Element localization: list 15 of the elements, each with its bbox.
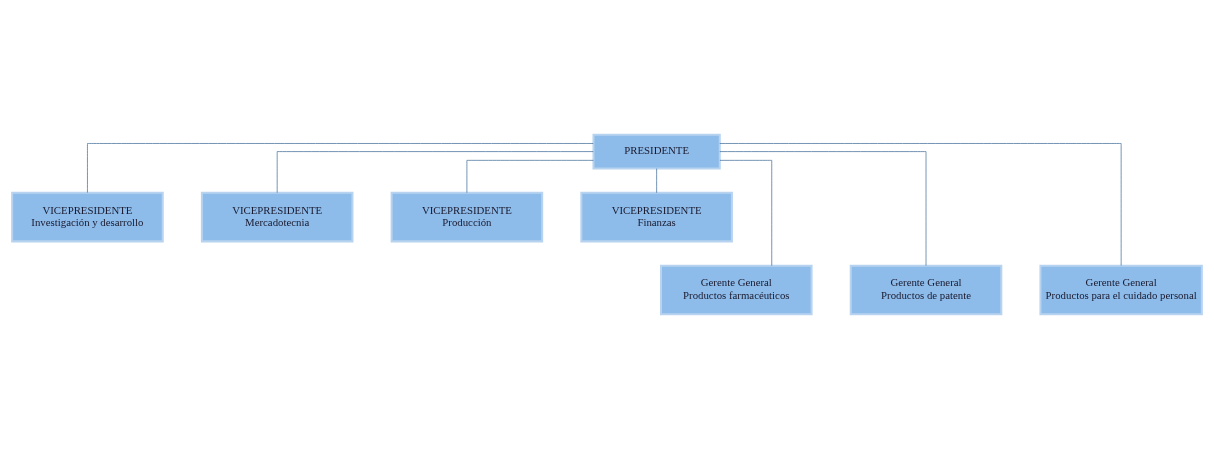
connector xyxy=(719,160,773,266)
connector xyxy=(276,151,594,194)
node-box: VICEPRESIDENTE Mercadotecnia xyxy=(200,191,354,243)
node-box: PRESIDENTE xyxy=(592,133,721,170)
node-box: VICEPRESIDENTE Investigación y desarrollo xyxy=(11,191,164,243)
node-box: Gerente General Productos para el cuidado personal xyxy=(1039,264,1203,316)
node-box: Gerente General Productos de patente xyxy=(849,264,1003,316)
connector xyxy=(466,160,594,194)
connector xyxy=(87,143,594,193)
node-box: VICEPRESIDENTE Producción xyxy=(390,191,544,243)
node-box: VICEPRESIDENTE Finanzas xyxy=(580,191,733,243)
connector xyxy=(656,168,657,194)
node-box: Gerente General Productos farmacéuticos xyxy=(660,264,813,316)
connector xyxy=(719,151,927,266)
connector xyxy=(719,143,1122,266)
